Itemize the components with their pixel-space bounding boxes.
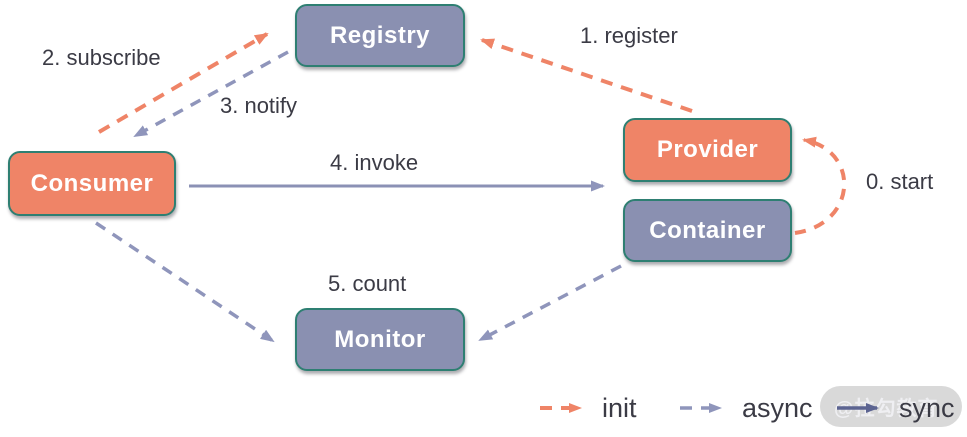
legend-init-label: init bbox=[602, 393, 637, 423]
watermark-text: @拉勾教育 bbox=[834, 398, 939, 420]
node-monitor: Monitor bbox=[295, 308, 465, 371]
edge-subscribe-line bbox=[97, 32, 269, 134]
legend-sync-label: sync bbox=[899, 393, 955, 423]
node-registry: Registry bbox=[295, 4, 465, 67]
legend-item-init: init bbox=[538, 393, 637, 423]
node-consumer-label: Consumer bbox=[30, 169, 154, 197]
edge-label-notify: 3. notify bbox=[220, 93, 298, 118]
legend-sync-arrow-icon bbox=[837, 403, 879, 413]
legend-item-sync: sync bbox=[835, 393, 955, 423]
node-container: Container bbox=[623, 199, 792, 262]
edge-start-line bbox=[794, 136, 847, 235]
node-container-label: Container bbox=[649, 216, 766, 244]
edge-label-register: 1. register bbox=[580, 23, 678, 48]
legend-item-async: async bbox=[678, 393, 813, 423]
node-registry-label: Registry bbox=[329, 21, 431, 49]
edge-notify-line bbox=[133, 50, 289, 138]
edge-label-start: 0. start bbox=[866, 169, 934, 194]
node-provider-label: Provider bbox=[656, 136, 759, 163]
edge-label-invoke: 4. invoke bbox=[330, 150, 419, 175]
legend-async-label: async bbox=[742, 393, 813, 423]
legend-async-arrow-icon bbox=[680, 403, 722, 413]
edge-count-container-line bbox=[478, 264, 622, 342]
edge-register-line bbox=[480, 38, 693, 113]
edge-label-subscribe: 2. subscribe bbox=[42, 45, 161, 70]
node-consumer: Consumer bbox=[8, 151, 176, 216]
node-provider: Provider bbox=[623, 118, 792, 182]
edge-label-count: 5. count bbox=[328, 271, 407, 296]
edge-count-consumer-line bbox=[95, 221, 275, 343]
legend-init-arrow-icon bbox=[540, 403, 582, 413]
node-monitor-label: Monitor bbox=[334, 325, 426, 353]
